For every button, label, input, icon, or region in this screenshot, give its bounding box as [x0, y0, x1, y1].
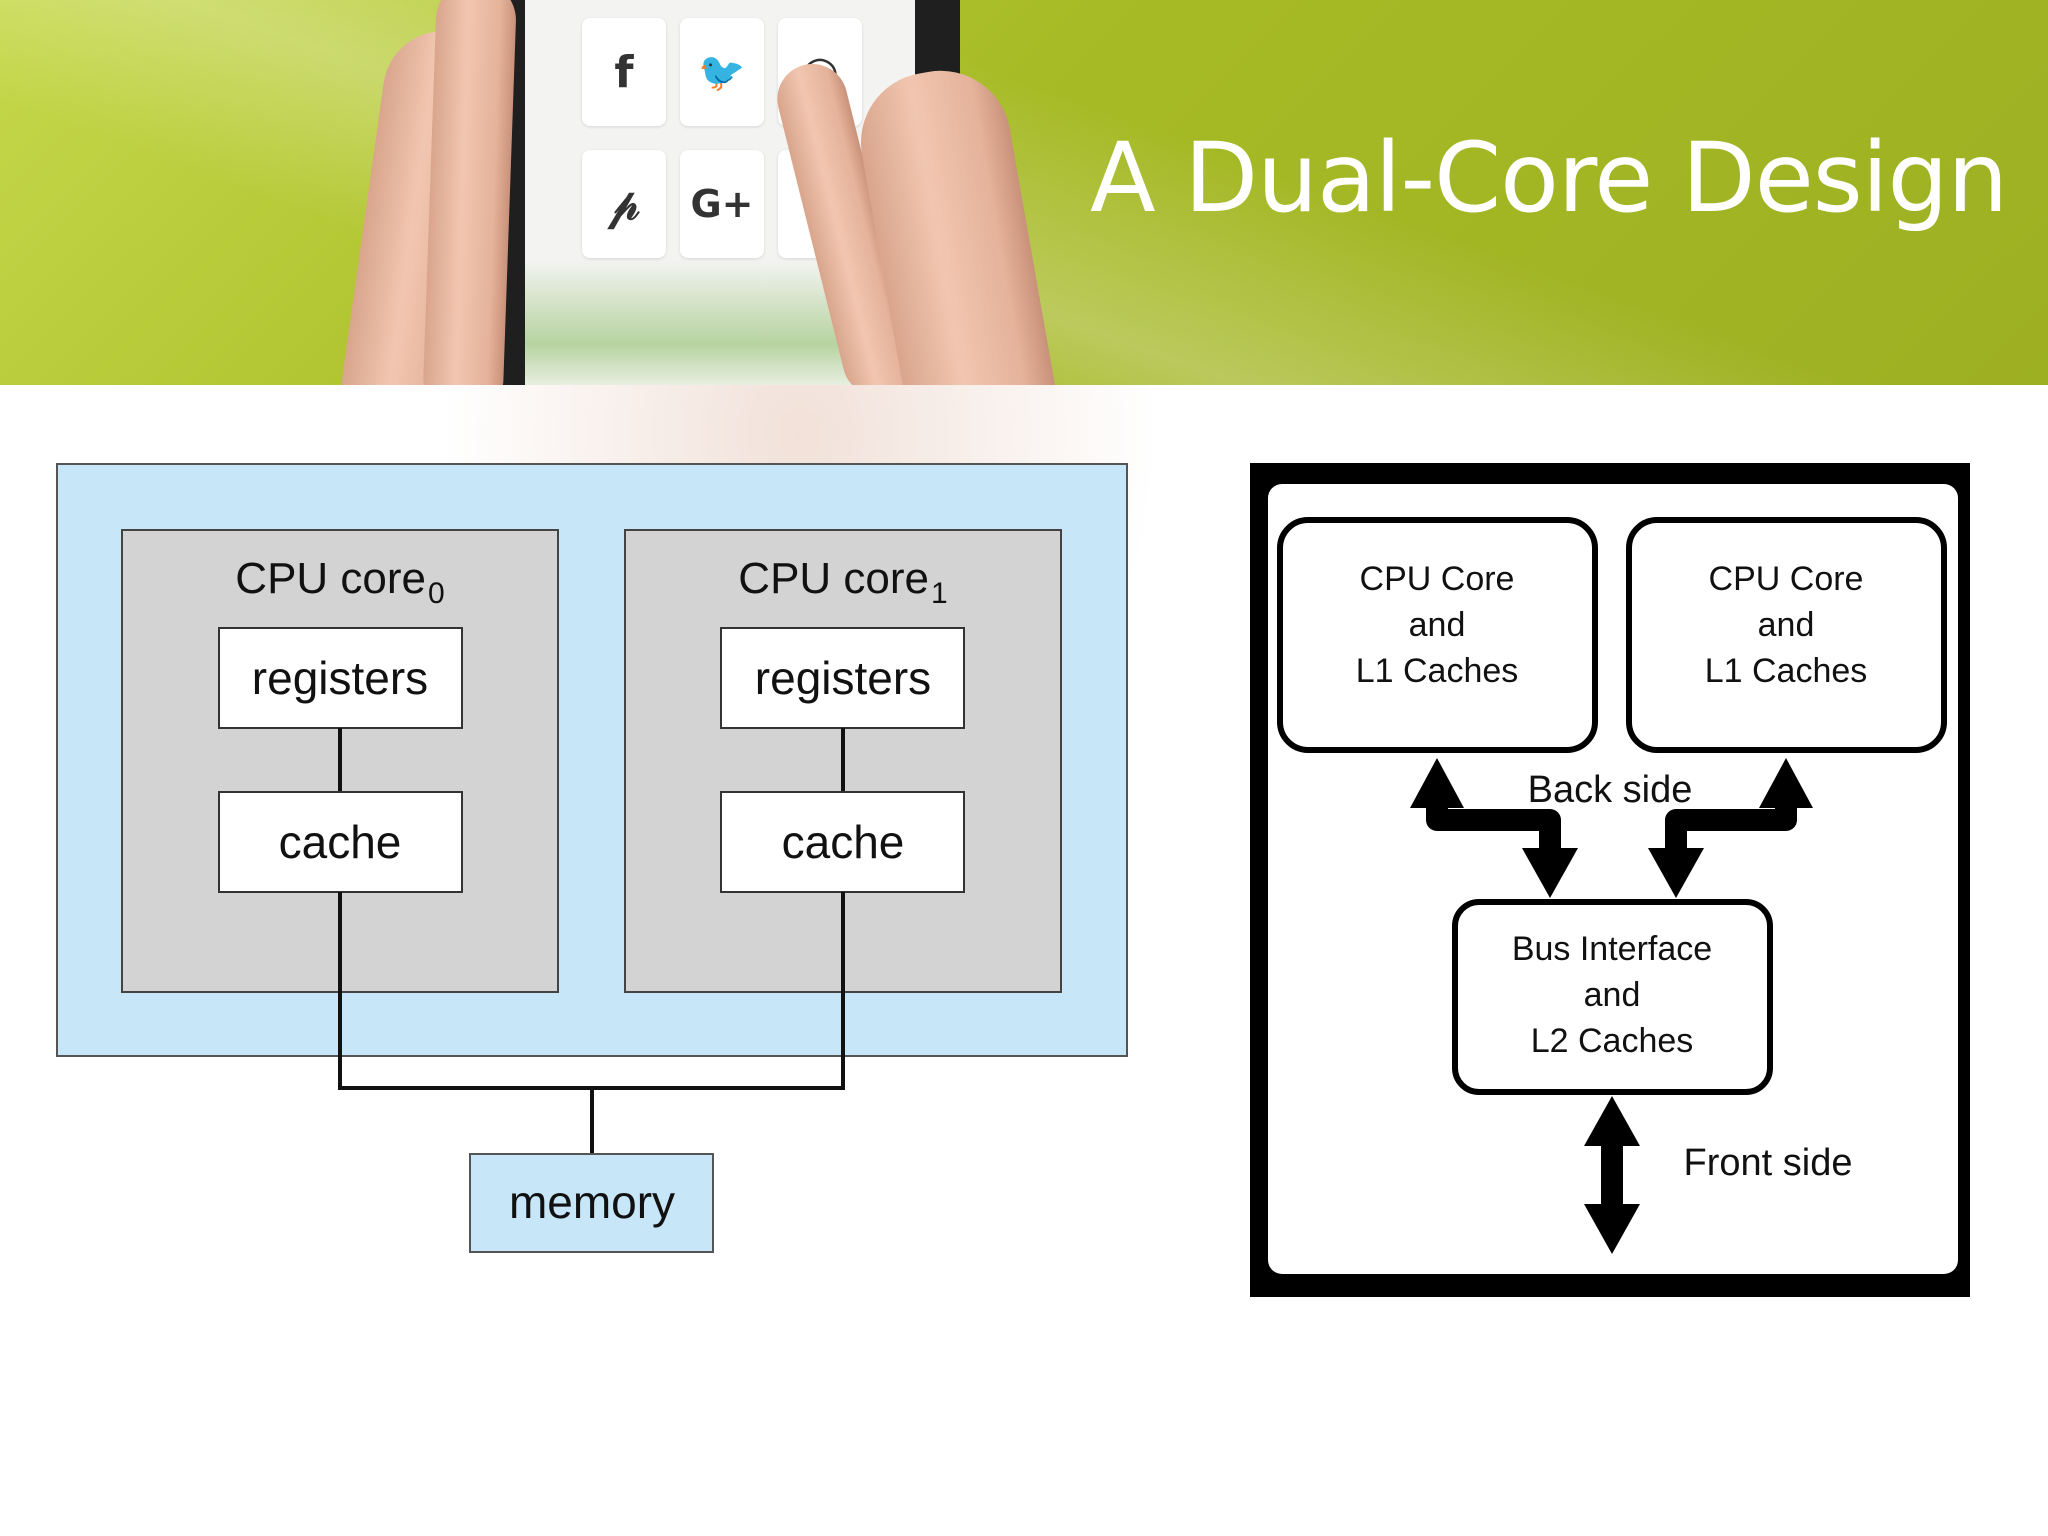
cpu-core-l1-right-line3: L1 Caches	[1705, 652, 1868, 690]
back-side-arrow-right-head-down	[1648, 848, 1704, 898]
bus-interface-line3: L2 Caches	[1531, 1022, 1694, 1060]
bus-interface-line1: Bus Interface	[1512, 930, 1712, 968]
slide-title: A Dual-Core Design	[1090, 122, 2008, 234]
twitter-icon: 🐦	[680, 18, 764, 126]
memory-label: memory	[509, 1176, 675, 1228]
bus-interface-line2: and	[1584, 976, 1641, 1014]
cpu-core-1-label: CPU core1	[738, 554, 947, 610]
cpu-core-l1-right-line2: and	[1758, 606, 1815, 644]
front-side-arrow-head-down	[1584, 1204, 1640, 1254]
registers-1-label: registers	[755, 652, 931, 704]
header-banner: f 🐦 ◎ 𝓅 G+ V A Dual-Core Design	[0, 0, 2048, 385]
back-side-arrow-left-head-down	[1522, 848, 1578, 898]
registers-0-label: registers	[252, 652, 428, 704]
cache-1-box	[720, 791, 965, 893]
back-side-arrow-left	[1426, 800, 1561, 852]
facebook-icon: f	[582, 18, 666, 126]
registers-1-box	[720, 627, 965, 729]
pinterest-icon: 𝓅	[582, 150, 666, 258]
front-side-arrow-head-up	[1584, 1096, 1640, 1146]
cpu-core-l1-right-line1: CPU Core	[1709, 560, 1864, 598]
registers-0-box	[218, 627, 463, 729]
back-side-arrow-right	[1665, 800, 1797, 852]
back-side-arrow-right-head-up	[1759, 758, 1813, 808]
cache-0-box	[218, 791, 463, 893]
bus-interface-l2-box	[1452, 899, 1773, 1095]
cache-1-label: cache	[782, 816, 905, 868]
back-side-arrow-left-head-up	[1410, 758, 1464, 808]
cpu-core-l1-left-line3: L1 Caches	[1356, 652, 1519, 690]
cpu-core-l1-box-left	[1277, 517, 1598, 753]
cpu-core-l1-left-line2: and	[1409, 606, 1466, 644]
back-side-label: Back side	[1528, 769, 1693, 811]
cpu-core-0-label: CPU core0	[235, 554, 444, 610]
google-plus-icon: G+	[680, 150, 764, 258]
cpu-core-l1-box-right	[1626, 517, 1947, 753]
memory-box	[469, 1153, 714, 1253]
cpu-core-l1-left-line1: CPU Core	[1360, 560, 1515, 598]
front-side-label: Front side	[1684, 1142, 1853, 1184]
cache-0-label: cache	[279, 816, 402, 868]
